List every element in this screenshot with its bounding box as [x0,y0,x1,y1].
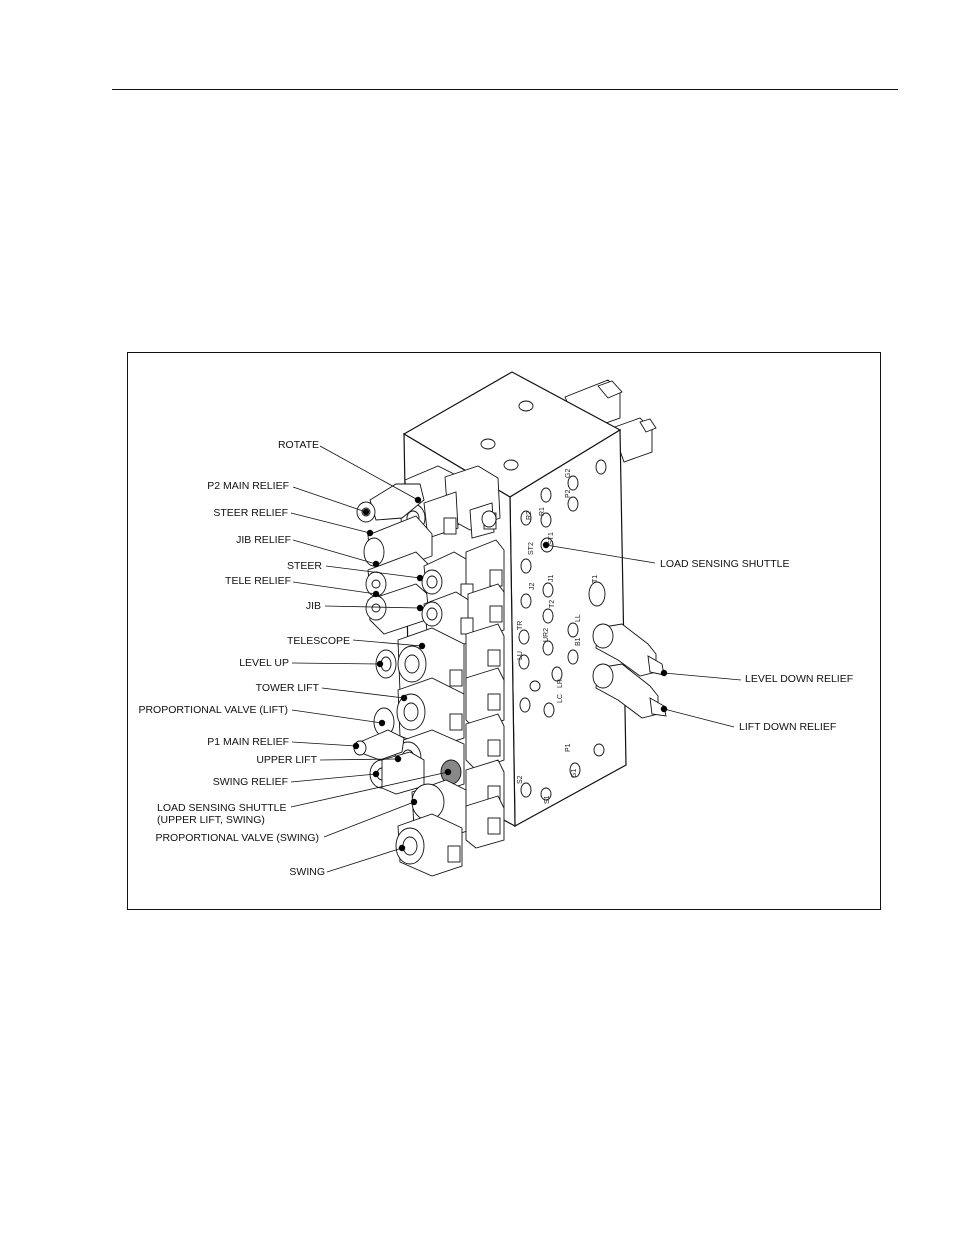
port-marking: ST1 [548,532,555,545]
label-steer: STEER [287,560,322,572]
label-load-sensing-shuttle-left: LOAD SENSING SHUTTLE [157,802,287,814]
label-load-sensing-shuttle-sub: (UPPER LIFT, SWING) [157,814,265,826]
port-marking: UR2 [543,628,550,642]
label-proportional-valve-swing: PROPORTIONAL VALVE (SWING) [155,832,319,844]
port-marking: R2 [526,511,533,520]
port-marking: LC [557,694,564,703]
label-upper-lift: UPPER LIFT [256,754,317,766]
port-marking: P2 [565,489,572,498]
port-marking: T1 [592,575,599,583]
port-marking: J2 [529,583,536,591]
label-swing: SWING [289,866,325,878]
port-marking: T2 [549,600,556,608]
right-callout-labels: LOAD SENSING SHUTTLE LEVEL DOWN RELIEF L… [660,558,853,733]
port-marking: J1 [548,575,555,583]
label-jib: JIB [306,600,321,612]
port-marking: B1 [575,637,582,646]
port-marking: S2 [517,775,524,784]
label-rotate: ROTATE [278,439,319,451]
label-telescope: TELESCOPE [287,635,350,647]
port-marking: G2 [565,469,572,478]
port-marking: S1 [544,795,551,804]
left-valve-stack [353,465,505,877]
port-marking: LR [557,679,564,688]
port-marking: LL [575,614,582,622]
label-level-down-relief: LEVEL DOWN RELIEF [745,673,853,685]
figure-frame [127,352,881,910]
label-tele-relief: TELE RELIEF [225,575,291,587]
port-marking: ST2 [528,542,535,555]
label-tower-lift: TOWER LIFT [256,682,320,694]
port-marking: TR [517,621,524,630]
port-marking: R1 [539,507,546,516]
port-markings: G2 R2 R1 P2 ST2 ST1 T1 J2 J1 T2 LL TR LU… [517,469,599,804]
label-load-sensing-shuttle-right: LOAD SENSING SHUTTLE [660,558,790,570]
leader-lines [290,445,742,873]
label-p2-main-relief: P2 MAIN RELIEF [207,480,289,492]
port-marking: P1 [565,743,572,752]
right-face-ports [518,459,607,801]
label-lift-down-relief: LIFT DOWN RELIEF [739,721,836,733]
callout-dots [352,496,668,852]
label-level-up: LEVEL UP [239,657,289,669]
label-swing-relief: SWING RELIEF [213,776,288,788]
rear-fittings [564,379,657,463]
header-rule [112,89,898,90]
left-callout-labels: ROTATE P2 MAIN RELIEF STEER RELIEF JIB R… [138,439,350,878]
label-proportional-valve-lift: PROPORTIONAL VALVE (LIFT) [138,704,288,716]
label-p1-main-relief: P1 MAIN RELIEF [207,736,289,748]
right-cartridges [592,623,667,719]
label-steer-relief: STEER RELIEF [213,507,288,519]
port-marking: LU [517,651,524,660]
port-marking: G1 [571,769,578,778]
label-jib-relief: JIB RELIEF [236,534,291,546]
